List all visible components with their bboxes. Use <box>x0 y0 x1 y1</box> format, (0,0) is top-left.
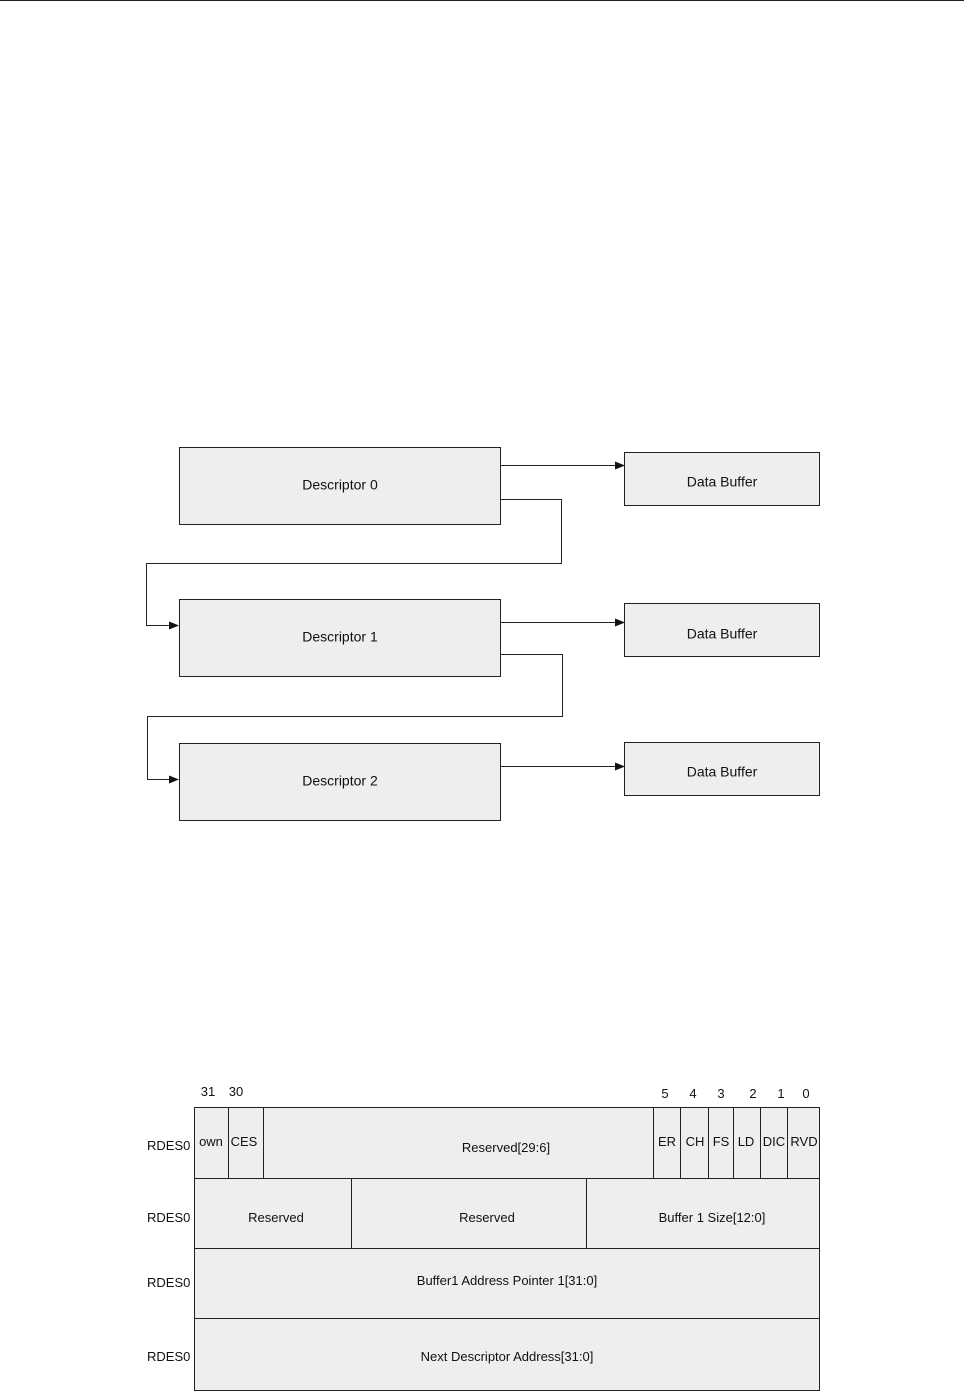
field-er: ER <box>658 1134 676 1149</box>
rdes-row-1: Reserved Reserved Buffer 1 Size[12:0] <box>248 1210 765 1225</box>
bit-5: 5 <box>661 1086 668 1101</box>
field-ld: LD <box>738 1134 755 1149</box>
field-own: own <box>199 1134 223 1149</box>
bit-2: 2 <box>749 1086 756 1101</box>
row-label-0: RDES0 <box>147 1138 190 1153</box>
field-buffer1-size: Buffer 1 Size[12:0] <box>659 1210 766 1225</box>
bit-31: 31 <box>201 1084 215 1099</box>
bit-30: 30 <box>229 1084 243 1099</box>
row-label-3: RDES0 <box>147 1349 190 1364</box>
data-buffer-2: Data Buffer <box>624 742 820 796</box>
bit-1: 1 <box>777 1086 784 1101</box>
row-label-2: RDES0 <box>147 1275 190 1290</box>
rdes-row-3: Next Descriptor Address[31:0] <box>421 1349 594 1364</box>
field-dic: DIC <box>763 1134 785 1149</box>
field-fs: FS <box>713 1134 730 1149</box>
chain-link-0-to-1 <box>146 499 562 630</box>
field-reserved-29-6: Reserved[29:6] <box>462 1140 550 1155</box>
chain-link-1-to-2 <box>147 654 563 784</box>
rdes-register-diagram: 31 30 5 4 3 2 1 0 RDES0 RDES0 RDES0 RDES… <box>147 1084 820 1391</box>
descriptor-2: Descriptor 2 <box>179 743 501 821</box>
data-buffer-1: Data Buffer <box>624 603 820 657</box>
data-buffer-0-label: Data Buffer <box>687 474 758 490</box>
field-rvd: RVD <box>790 1134 817 1149</box>
data-buffer-1-label: Data Buffer <box>687 626 758 642</box>
descriptor-0: Descriptor 0 <box>179 447 501 525</box>
page-top-rule <box>0 0 964 1</box>
field-reserved-a: Reserved <box>248 1210 304 1225</box>
data-buffer-2-label: Data Buffer <box>687 764 758 780</box>
descriptor-0-label: Descriptor 0 <box>302 477 378 493</box>
field-reserved-b: Reserved <box>459 1210 515 1225</box>
bit-numbers: 31 30 5 4 3 2 1 0 <box>201 1084 810 1101</box>
descriptor-1: Descriptor 1 <box>179 599 501 677</box>
descriptor-2-label: Descriptor 2 <box>302 773 378 789</box>
field-next-descriptor-address: Next Descriptor Address[31:0] <box>421 1349 594 1364</box>
rdes-row-0: own CES Reserved[29:6] ER CH FS LD DIC R… <box>199 1134 818 1155</box>
field-ch: CH <box>686 1134 705 1149</box>
row-label-1: RDES0 <box>147 1210 190 1225</box>
bit-3: 3 <box>717 1086 724 1101</box>
descriptor-chain-diagram: Descriptor 0 Descriptor 1 Descriptor 2 D… <box>146 447 820 821</box>
field-ces: CES <box>231 1134 258 1149</box>
bit-4: 4 <box>689 1086 696 1101</box>
descriptor-1-label: Descriptor 1 <box>302 629 378 645</box>
data-buffer-0: Data Buffer <box>624 452 820 506</box>
field-buffer1-address: Buffer1 Address Pointer 1[31:0] <box>417 1273 597 1288</box>
bit-0: 0 <box>802 1086 809 1101</box>
rdes-row-2: Buffer1 Address Pointer 1[31:0] <box>417 1273 597 1288</box>
